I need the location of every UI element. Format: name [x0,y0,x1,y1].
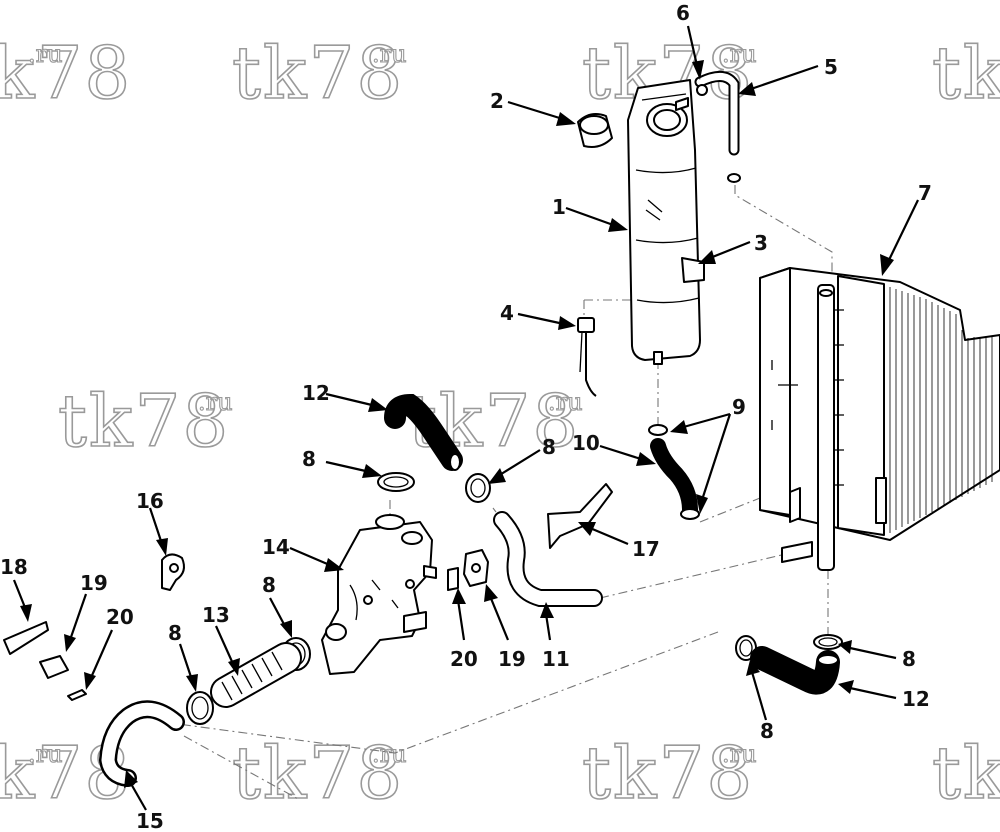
callout-20-right: 20 [450,647,478,671]
svg-text:.ru: .ru [198,388,233,416]
watermark: tk78.ru [0,30,132,116]
svg-text:tk78: tk78 [232,731,404,815]
svg-text:tk78: tk78 [932,731,1000,815]
svg-text:tk78: tk78 [932,31,1000,115]
callout-13: 13 [202,603,230,627]
clamp [813,634,843,650]
watermark: tk78.ru [231,730,407,816]
callout-11: 11 [542,647,570,671]
svg-text:tk78: tk78 [0,31,132,115]
callout-8-left: 8 [168,621,182,645]
clamp [186,691,214,725]
callout-14: 14 [262,535,290,559]
callout-8-lower-mid: 8 [760,719,774,743]
svg-text:.ru: .ru [548,388,583,416]
p-clamp [161,553,185,591]
return-pipe [98,700,185,787]
watermark: tk78.ru [581,730,757,816]
callout-3: 3 [754,231,768,255]
callout-12-lower: 12 [902,687,930,711]
svg-text:.ru: .ru [722,40,757,68]
watermark: tk78.ru [231,30,407,116]
lower-hose [750,646,840,695]
callout-5: 5 [824,55,838,79]
svg-text:.ru: .ru [28,40,63,68]
callout-18: 18 [0,555,28,579]
upper-hose [384,393,463,471]
callout-12-upper: 12 [302,381,330,405]
callout-19-right: 19 [498,647,526,671]
clip-plate [447,567,459,591]
clip-plate [67,689,87,701]
callout-19-left: 19 [80,571,108,595]
callout-8-lower-right: 8 [902,647,916,671]
svg-text:.ru: .ru [28,740,63,768]
svg-text:.ru: .ru [722,740,757,768]
callout-15: 15 [136,809,164,832]
overflow-hose [694,71,741,183]
callout-4: 4 [500,301,514,325]
svg-text:.ru: .ru [372,40,407,68]
callout-8-upper-left: 8 [302,447,316,471]
callout-17: 17 [632,537,660,561]
bracket [547,483,613,549]
tank-hose [648,424,700,520]
callout-1: 1 [552,195,566,219]
leader-lines [12,25,919,811]
watermark: tk78 [931,730,1000,816]
callout-7: 7 [918,181,932,205]
callout-6: 6 [676,1,690,25]
callout-16: 16 [136,489,164,513]
radiator-fins [883,285,993,535]
svg-text:tk78: tk78 [58,379,230,463]
clamp [465,473,491,503]
callout-20-left: 20 [106,605,134,629]
callout-labels: 6 5 2 1 7 3 4 12 9 10 8 8 16 14 17 18 19… [0,1,932,832]
watermark: tk78.ru [57,378,233,464]
mounting-plate [3,621,49,655]
watermark: tk78 [931,30,1000,116]
callout-2: 2 [490,89,504,113]
bypass-hose [493,511,603,607]
thermostat-housing [321,514,437,675]
centerlines [177,185,833,801]
corrugated-hose [210,642,302,708]
callout-8-mid: 8 [262,573,276,597]
expansion-tank [627,79,705,365]
callout-10: 10 [572,431,600,455]
radiator [759,267,1000,571]
level-sensor [577,317,597,397]
clip [39,655,69,679]
svg-text:tk78: tk78 [232,31,404,115]
svg-text:.ru: .ru [372,740,407,768]
filler-cap [577,113,613,148]
callout-8-upper-right: 8 [542,435,556,459]
clip [463,549,489,587]
clamp [377,472,415,492]
callout-9: 9 [732,395,746,419]
svg-text:tk78: tk78 [582,731,754,815]
